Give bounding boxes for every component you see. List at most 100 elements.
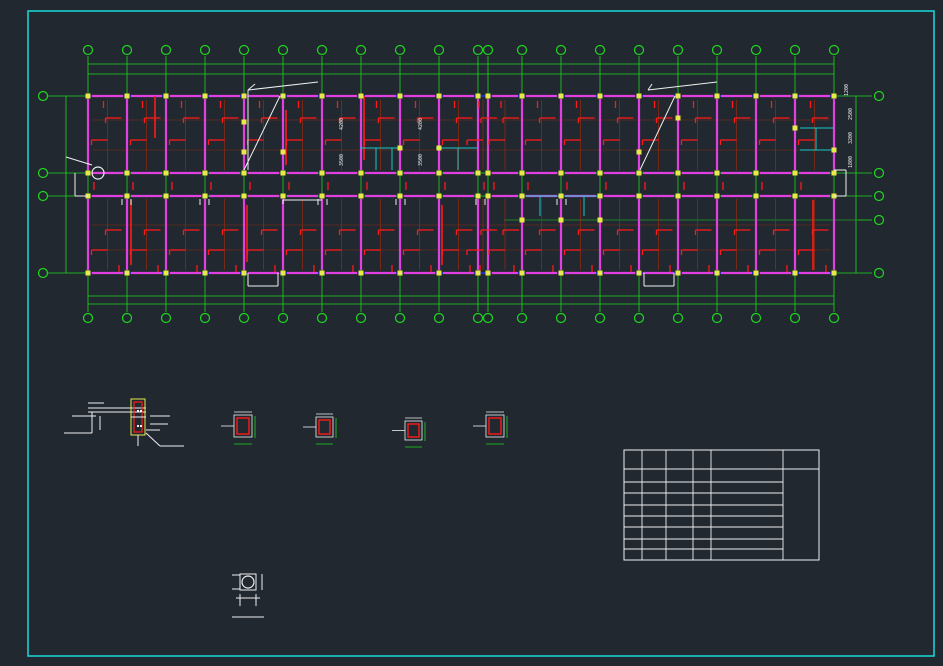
- column: [280, 170, 286, 176]
- column: [831, 147, 837, 153]
- column: [753, 193, 759, 199]
- axis-bubble-top: [355, 44, 367, 56]
- column: [792, 93, 798, 99]
- axis-bubble-top: [789, 44, 801, 56]
- annotation-leader: [247, 83, 256, 91]
- column: [485, 270, 491, 276]
- column: [358, 193, 364, 199]
- annotation-leader: [639, 95, 676, 171]
- column: [519, 170, 525, 176]
- axis-bubble-right: [873, 90, 885, 102]
- column: [675, 270, 681, 276]
- column: [475, 170, 481, 176]
- axis-bubble-bottom: [199, 312, 211, 324]
- column-section-rebar: [488, 417, 502, 435]
- dimension-label: 4200: [339, 118, 345, 130]
- column: [202, 93, 208, 99]
- column: [280, 193, 286, 199]
- column: [714, 193, 720, 199]
- dimension-label: 2500: [848, 108, 854, 120]
- column: [319, 193, 325, 199]
- axis-bubble-left: [37, 90, 49, 102]
- column-detail-outline: [239, 573, 257, 591]
- axis-bubble-top: [750, 44, 762, 56]
- axis-bubble-bottom: [672, 312, 684, 324]
- column: [202, 193, 208, 199]
- column: [636, 193, 642, 199]
- column: [753, 93, 759, 99]
- column: [714, 270, 720, 276]
- dimension-label: 3500: [339, 154, 345, 166]
- column: [675, 93, 681, 99]
- axis-bubble-left: [37, 167, 49, 179]
- axis-bubble-bottom: [828, 312, 840, 324]
- axis-bubble-left: [37, 267, 49, 279]
- column: [558, 270, 564, 276]
- column: [475, 193, 481, 199]
- column: [436, 170, 442, 176]
- column: [519, 93, 525, 99]
- column: [319, 270, 325, 276]
- section-line: [145, 432, 161, 447]
- axis-bubble-top: [160, 44, 172, 56]
- column: [792, 270, 798, 276]
- column: [397, 193, 403, 199]
- section-details: [64, 398, 508, 618]
- column: [124, 270, 130, 276]
- column: [558, 170, 564, 176]
- axis-bubble-top: [433, 44, 445, 56]
- axis-bubble-bottom: [316, 312, 328, 324]
- annotation-leader: [247, 81, 319, 91]
- column: [558, 193, 564, 199]
- column: [358, 170, 364, 176]
- axis-bubble-top: [633, 44, 645, 56]
- column: [675, 193, 681, 199]
- axis-bubble-bottom: [594, 312, 606, 324]
- axis-bubble-top: [472, 44, 484, 56]
- column: [475, 93, 481, 99]
- axis-bubble-top: [394, 44, 406, 56]
- column: [124, 93, 130, 99]
- axis-bubble-top: [516, 44, 528, 56]
- section-bar-dot: [137, 425, 139, 427]
- column: [202, 270, 208, 276]
- dimension-label: 3200: [848, 132, 854, 144]
- column: [636, 149, 642, 155]
- column: [280, 149, 286, 155]
- column: [831, 93, 837, 99]
- axis-bubble-bottom: [82, 312, 94, 324]
- column: [714, 170, 720, 176]
- column: [241, 270, 247, 276]
- column: [85, 170, 91, 176]
- axis-bubble-left: [37, 190, 49, 202]
- column: [519, 270, 525, 276]
- axis-bubble-bottom: [238, 312, 250, 324]
- section-bar-dot: [140, 425, 142, 427]
- axis-bubble-top: [594, 44, 606, 56]
- dimension-label: 3500: [418, 154, 424, 166]
- section-bar-dot: [140, 410, 142, 412]
- column: [163, 170, 169, 176]
- dimension-label: 4200: [418, 118, 424, 130]
- axis-bubble-top: [277, 44, 289, 56]
- column: [397, 145, 403, 151]
- axis-bubble-top: [555, 44, 567, 56]
- column: [436, 270, 442, 276]
- axis-bubble-bottom: [355, 312, 367, 324]
- axis-bubble-bottom: [711, 312, 723, 324]
- dimension-label: 1800: [848, 156, 854, 168]
- column-section-rebar: [236, 417, 250, 435]
- axis-bubble-bottom: [394, 312, 406, 324]
- axis-bubble-top: [828, 44, 840, 56]
- column: [397, 170, 403, 176]
- column: [85, 270, 91, 276]
- axis-bubble-bottom: [277, 312, 289, 324]
- axis-bubble-top: [672, 44, 684, 56]
- title-block-table: [623, 449, 820, 561]
- column: [436, 145, 442, 151]
- column: [241, 170, 247, 176]
- axis-bubble-bottom: [160, 312, 172, 324]
- axis-bubble-bottom: [555, 312, 567, 324]
